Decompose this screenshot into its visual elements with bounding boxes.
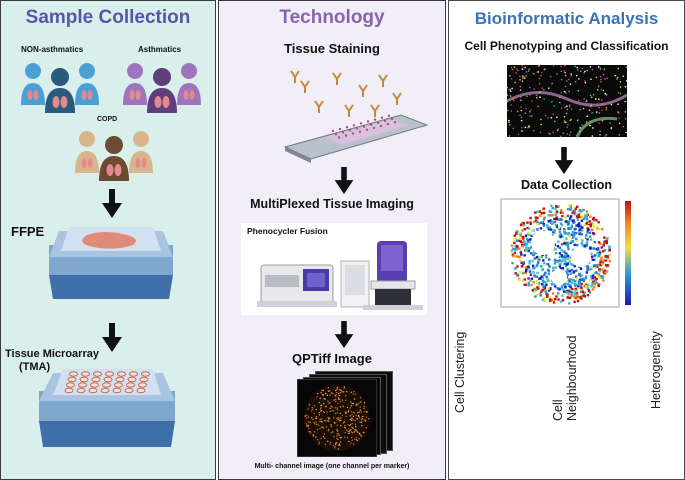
arrow-down-icon (334, 321, 354, 349)
phenocycler-image: Phenocycler Fusion (241, 223, 427, 315)
non-asthmatics-label: NON-asthmatics (21, 45, 84, 54)
arrow-down-icon (554, 147, 574, 175)
cell-clustering-label: Cell Clustering (453, 331, 467, 413)
multiplexed-imaging-label: MultiPlexed Tissue Imaging (250, 197, 414, 211)
phenotyping-image (507, 65, 627, 137)
people-group-icon (21, 63, 99, 113)
ffpe-block-icon (49, 227, 173, 299)
heterogeneity-label: Heterogeneity (649, 331, 663, 409)
phenocycler-scanner-icon (257, 241, 423, 310)
tma-block-icon (39, 369, 175, 447)
ffpe-label: FFPE (11, 224, 45, 239)
heatmap-plot-image (485, 195, 647, 319)
lungs-icon (106, 164, 122, 176)
technology-panel: Technology Tissue Staining MultiPlexed T… (218, 0, 446, 480)
phenotyping-label: Cell Phenotyping and Classification (464, 39, 669, 53)
lungs-icon (154, 96, 170, 108)
tma-label-line2: (TMA) (19, 361, 51, 373)
sample-collection-panel: Sample Collection NON-asthmatics Asthmat… (0, 0, 216, 480)
tissue-staining-label: Tissue Staining (284, 41, 380, 56)
data-collection-label: Data Collection (521, 178, 612, 192)
tma-label-line1: Tissue Microarray (5, 348, 99, 360)
bioinformatic-title: Bioinformatic Analysis (474, 9, 659, 28)
arrow-down-icon (102, 189, 122, 218)
cell-neighbourhood-label-line1: Cell (551, 399, 565, 421)
arrow-down-icon (102, 323, 122, 352)
stained-slide-icon (283, 70, 429, 163)
qptiff-stack-image (297, 371, 397, 457)
qptiff-channel-image (297, 379, 377, 457)
copd-label: COPD (97, 116, 118, 123)
phenocycler-label: Phenocycler Fusion (247, 226, 328, 236)
people-group-icon (123, 63, 201, 113)
antibody-icon (290, 70, 402, 117)
people-group-icon (75, 131, 153, 181)
multichannel-caption: Multi- channel image (one channel per ma… (254, 463, 410, 470)
cell-neighbourhood-label-line2: Neighbourhood (565, 335, 579, 422)
technology-title: Technology (279, 7, 385, 28)
arrow-down-icon (334, 167, 354, 195)
qptiff-label: QPTiff Image (292, 351, 372, 366)
asthmatics-label: Asthmatics (138, 45, 182, 54)
lungs-icon (52, 96, 68, 108)
bioinformatic-panel: Bioinformatic Analysis Cell Phenotyping … (448, 0, 685, 480)
sample-collection-title: Sample Collection (25, 7, 191, 28)
